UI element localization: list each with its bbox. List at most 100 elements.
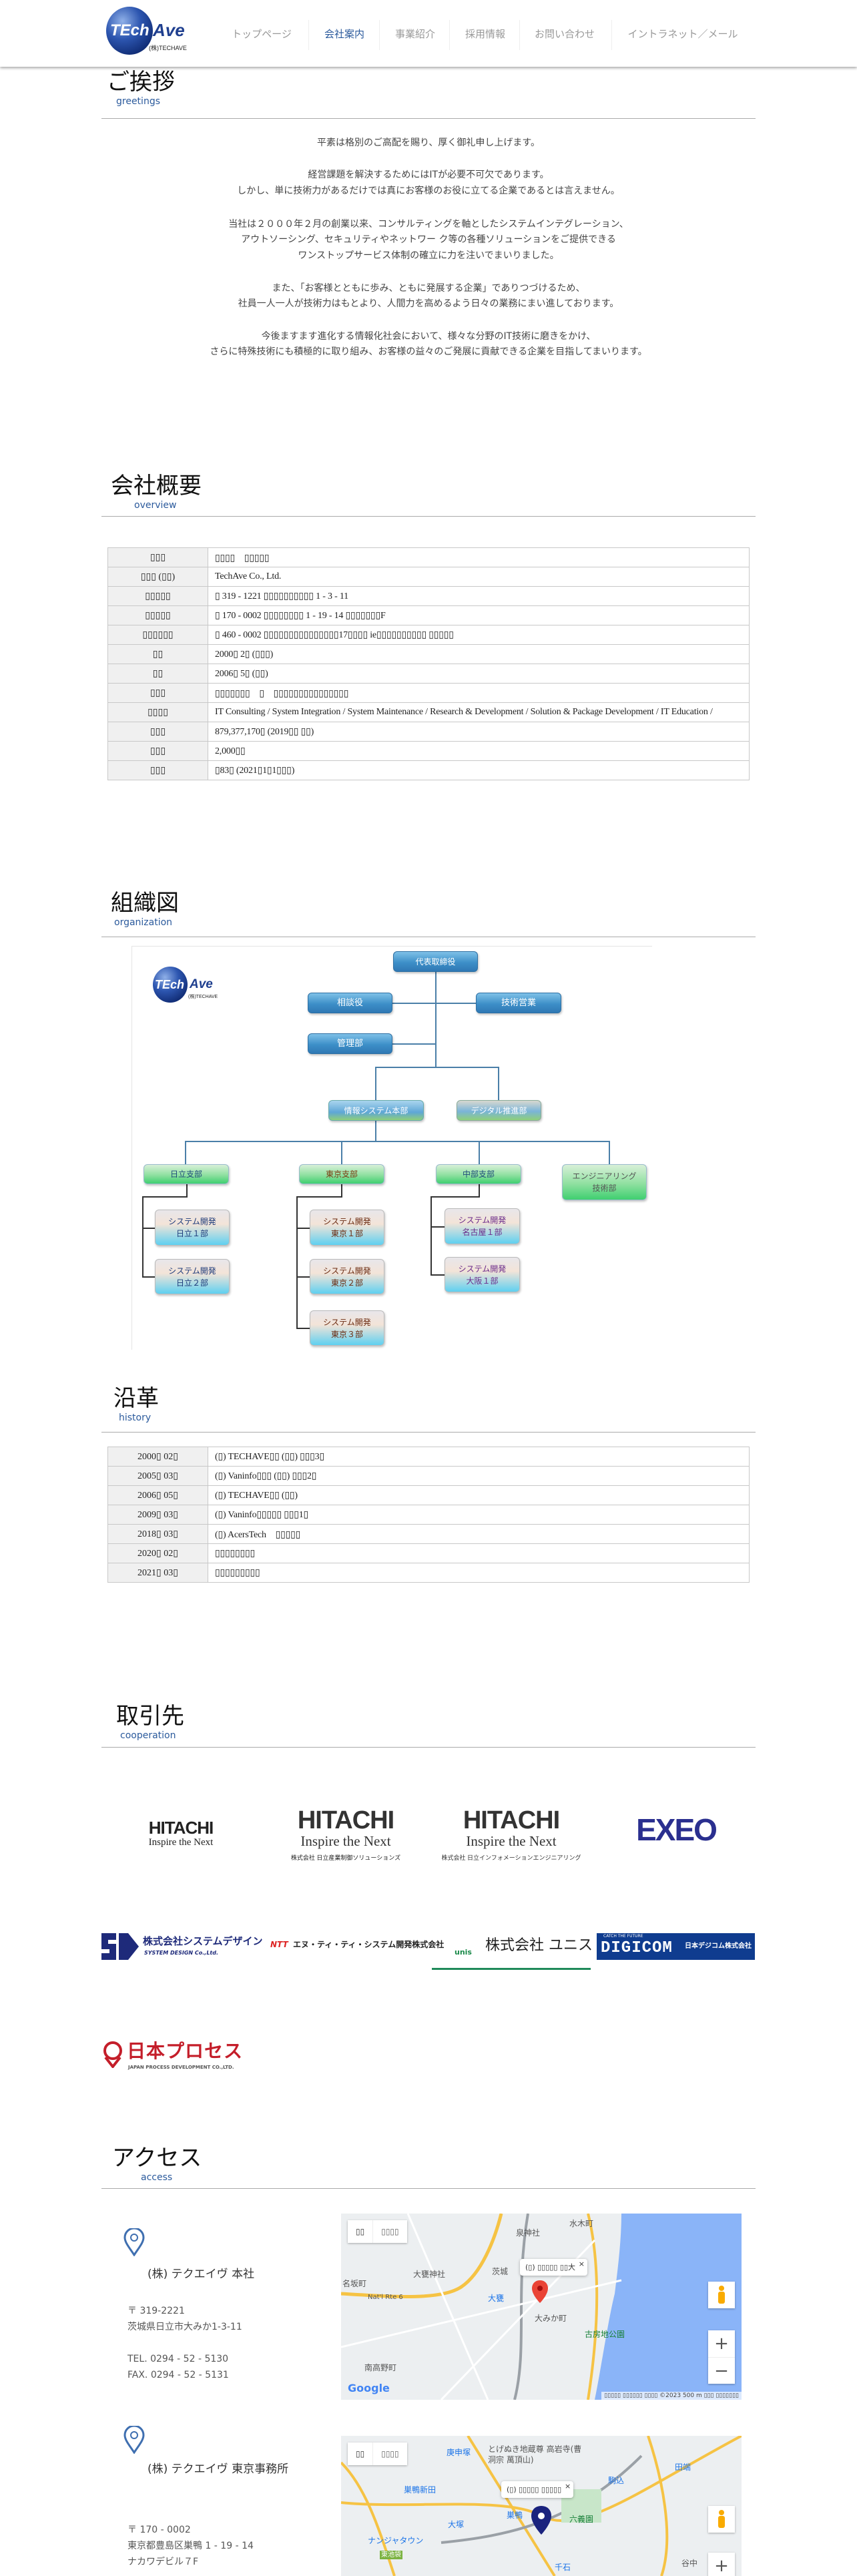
connector-line: [375, 1121, 376, 1141]
row-label: ▯▯▯▯▯▯: [107, 625, 208, 645]
map-type-control[interactable]: ▯▯ ▯▯▯▯: [348, 2220, 407, 2243]
logo-globe-icon: [106, 7, 153, 55]
logo-text-tech: TEch: [155, 978, 185, 991]
nav-contact[interactable]: お問い合わせ: [534, 28, 595, 40]
overview-row: ▯▯▯2,000▯▯: [107, 741, 750, 761]
connector-line: [296, 1328, 310, 1329]
map-info-window[interactable]: (▯) ▯▯▯▯▯ ▯▯▯▯▯×: [501, 2481, 574, 2498]
connector-line: [431, 1196, 480, 1198]
row-label: 2021▯ 03▯: [107, 1563, 208, 1583]
connector-line: [341, 1141, 342, 1164]
map-type-map[interactable]: ▯▯: [356, 2227, 365, 2236]
nav-top-page[interactable]: トップページ: [232, 28, 292, 40]
logo-text-ave: Ave: [190, 977, 213, 991]
row-value: ▯ 319 - 1221 ▯▯▯▯▯▯▯▯▯▯ 1 - 3 - 11: [208, 586, 750, 606]
connector-line: [296, 1228, 310, 1229]
partner-tagline: SYSTEM DESIGN Co.,Ltd.: [144, 1950, 219, 1956]
history-row: 2018▯ 03▯(▯) AcersTech ▯▯▯▯▯: [107, 1524, 750, 1544]
street-view-pegman-icon[interactable]: [708, 2282, 735, 2308]
row-value: (▯) AcersTech ▯▯▯▯▯: [208, 1524, 750, 1544]
row-label: 2020▯ 02▯: [107, 1543, 208, 1563]
partner-logo-exeo: EXEO: [625, 1810, 727, 1849]
map-type-satellite[interactable]: ▯▯▯▯: [372, 2442, 406, 2465]
map-canvas[interactable]: [341, 2214, 742, 2400]
row-value: 2006▯ 5▯ (▯▯): [208, 664, 750, 684]
org-node-osaka-1: システム開発大阪１部: [445, 1257, 520, 1292]
zoom-control[interactable]: +: [708, 2553, 735, 2576]
row-label: ▯▯▯▯▯: [107, 605, 208, 625]
partner-name: 株式会社システムデザイン: [143, 1935, 263, 1947]
greeting-line: 平素は格別のご高配を賜り、厚く御礼申し上げます。: [316, 138, 541, 148]
street-view-pegman-icon[interactable]: [708, 2506, 735, 2533]
connector-line: [435, 972, 437, 1067]
org-node-tokyo-2: システム開発東京２部: [310, 1259, 384, 1294]
partner-logo-ntt-system-development: NTT エヌ・ティ・ティ・システム開発株式会社: [270, 1936, 444, 1956]
greeting-line: 経営課題を解決するためにはITが必要不可欠であります。: [308, 170, 549, 180]
map-type-control[interactable]: ▯▯ ▯▯▯▯: [348, 2442, 407, 2465]
close-icon[interactable]: ×: [578, 2260, 585, 2268]
row-label: ▯▯▯: [107, 741, 208, 761]
nav-business[interactable]: 事業紹介: [394, 28, 435, 40]
nav-recruit[interactable]: 採用情報: [465, 28, 505, 40]
overview-row: ▯▯▯ (▯▯)TechAve Co., Ltd.: [107, 567, 750, 587]
row-value: ▯ 170 - 0002 ▯▯▯▯▯▯▯▯ 1 - 19 - 14 ▯▯▯▯▯▯…: [208, 605, 750, 625]
zoom-out-button[interactable]: −: [708, 2357, 735, 2384]
partner-name: HITACHI: [463, 1806, 560, 1834]
row-value: (▯) Vaninfo▯▯▯ (▯▯) ▯▯▯2▯: [208, 1466, 750, 1486]
partner-name: HITACHI: [148, 1818, 214, 1838]
company-logo[interactable]: TEch Ave (株)TECHAVE: [106, 7, 200, 57]
connector-line: [609, 1141, 610, 1164]
logo-text-sub: (株)TECHAVE: [149, 45, 187, 51]
map-tokyo-office[interactable]: ▯▯ ▯▯▯▯ (▯) ▯▯▯▯▯ ▯▯▯▯▯× 庚申塚 とげぬき地蔵尊 高岩寺…: [341, 2436, 742, 2576]
postal-code: 〒 319-2221: [127, 2306, 185, 2316]
nav-company-info[interactable]: 会社案内: [324, 28, 364, 40]
cooperation-subtitle: cooperation: [120, 1730, 176, 1741]
row-label: ▯▯▯: [107, 760, 208, 780]
zoom-in-button[interactable]: +: [714, 2334, 729, 2354]
map-label: 千石: [555, 2563, 571, 2572]
org-node-hitachi-1: システム開発日立１部: [155, 1210, 230, 1246]
unis-underline: [432, 1968, 591, 1970]
overview-row: ▯▯▯▯▯▯ 319 - 1221 ▯▯▯▯▯▯▯▯▯▯ 1 - 3 - 11: [107, 586, 750, 606]
nav-intranet-mail[interactable]: イントラネット／メール: [627, 28, 738, 40]
row-value: ▯ 460 - 0002 ▯▯▯▯▯▯▯▯▯▯▯▯▯▯▯17▯▯▯▯ ie▯▯▯…: [208, 625, 750, 645]
org-node-chubu-branch: 中部支部: [436, 1164, 521, 1184]
greetings-subtitle: greetings: [116, 96, 160, 107]
map-label: 大みか町: [535, 2314, 567, 2323]
close-icon[interactable]: ×: [564, 2482, 571, 2491]
map-label: 巣鴨: [507, 2511, 523, 2520]
zoom-control[interactable]: + −: [708, 2330, 735, 2384]
map-label: 巣鴨新田: [404, 2485, 437, 2495]
map-label: 大塚: [448, 2520, 465, 2529]
map-head-office[interactable]: ▯▯ ▯▯▯▯ (▯) ▯▯▯▯▯ ▯▯大× 泉神社 水木町 大甕神社 茨城 名…: [341, 2214, 742, 2400]
overview-row: ▯▯▯▯▯▯▯▯▯▯ ▯ ▯▯▯▯▯▯▯▯▯▯▯▯▯▯▯: [107, 683, 750, 703]
connector-line: [296, 1276, 310, 1278]
history-row: 2009▯ 03▯(▯) Vaninfo▯▯▯▯▯ ▯▯▯1▯: [107, 1505, 750, 1525]
connector-line: [142, 1196, 188, 1198]
connector-line: [142, 1228, 155, 1229]
partner-company: 株式会社 日立インフォメーションエンジニアリング: [441, 1854, 581, 1861]
partner-logo-japan-process: 日本プロセス JAPAN PROCESS DEVELOPMENT CO.,LTD…: [101, 2040, 265, 2073]
history-title: 沿革: [113, 1385, 159, 1412]
row-value: (▯) Vaninfo▯▯▯▯▯ ▯▯▯1▯: [208, 1505, 750, 1525]
connector-line: [296, 1196, 298, 1328]
site-header: TEch Ave (株)TECHAVE トップページ 会社案内 事業紹介 採用情…: [0, 0, 857, 67]
map-label: 古房地公園: [585, 2330, 625, 2339]
row-label: ▯▯▯ (▯▯): [107, 567, 208, 587]
fax: FAX. 0294 - 52 - 5131: [127, 2370, 229, 2380]
partner-name: HITACHI: [297, 1806, 394, 1834]
postal-code: 〒 170 - 0002: [127, 2525, 191, 2535]
row-value: ▯▯▯▯ ▯▯▯▯▯: [208, 547, 750, 567]
org-chart-logo: TEch Ave (株)TECHAVE: [153, 967, 226, 1003]
map-type-map[interactable]: ▯▯: [356, 2449, 365, 2459]
map-label: 六義園: [569, 2515, 594, 2524]
map-info-window[interactable]: (▯) ▯▯▯▯▯ ▯▯大×: [520, 2259, 588, 2276]
partner-name: 日本プロセス: [127, 2040, 244, 2062]
greeting-line: しかし、単に技術力があるだけでは真にお客様のお役に立てる企業であるとは言えません…: [237, 186, 620, 196]
row-label: 2000▯ 02▯: [107, 1447, 208, 1467]
connector-line: [431, 1196, 432, 1275]
map-canvas[interactable]: [341, 2436, 742, 2576]
map-type-satellite[interactable]: ▯▯▯▯: [372, 2220, 406, 2243]
zoom-in-button[interactable]: +: [714, 2556, 729, 2576]
row-value: 2,000▯▯: [208, 741, 750, 761]
